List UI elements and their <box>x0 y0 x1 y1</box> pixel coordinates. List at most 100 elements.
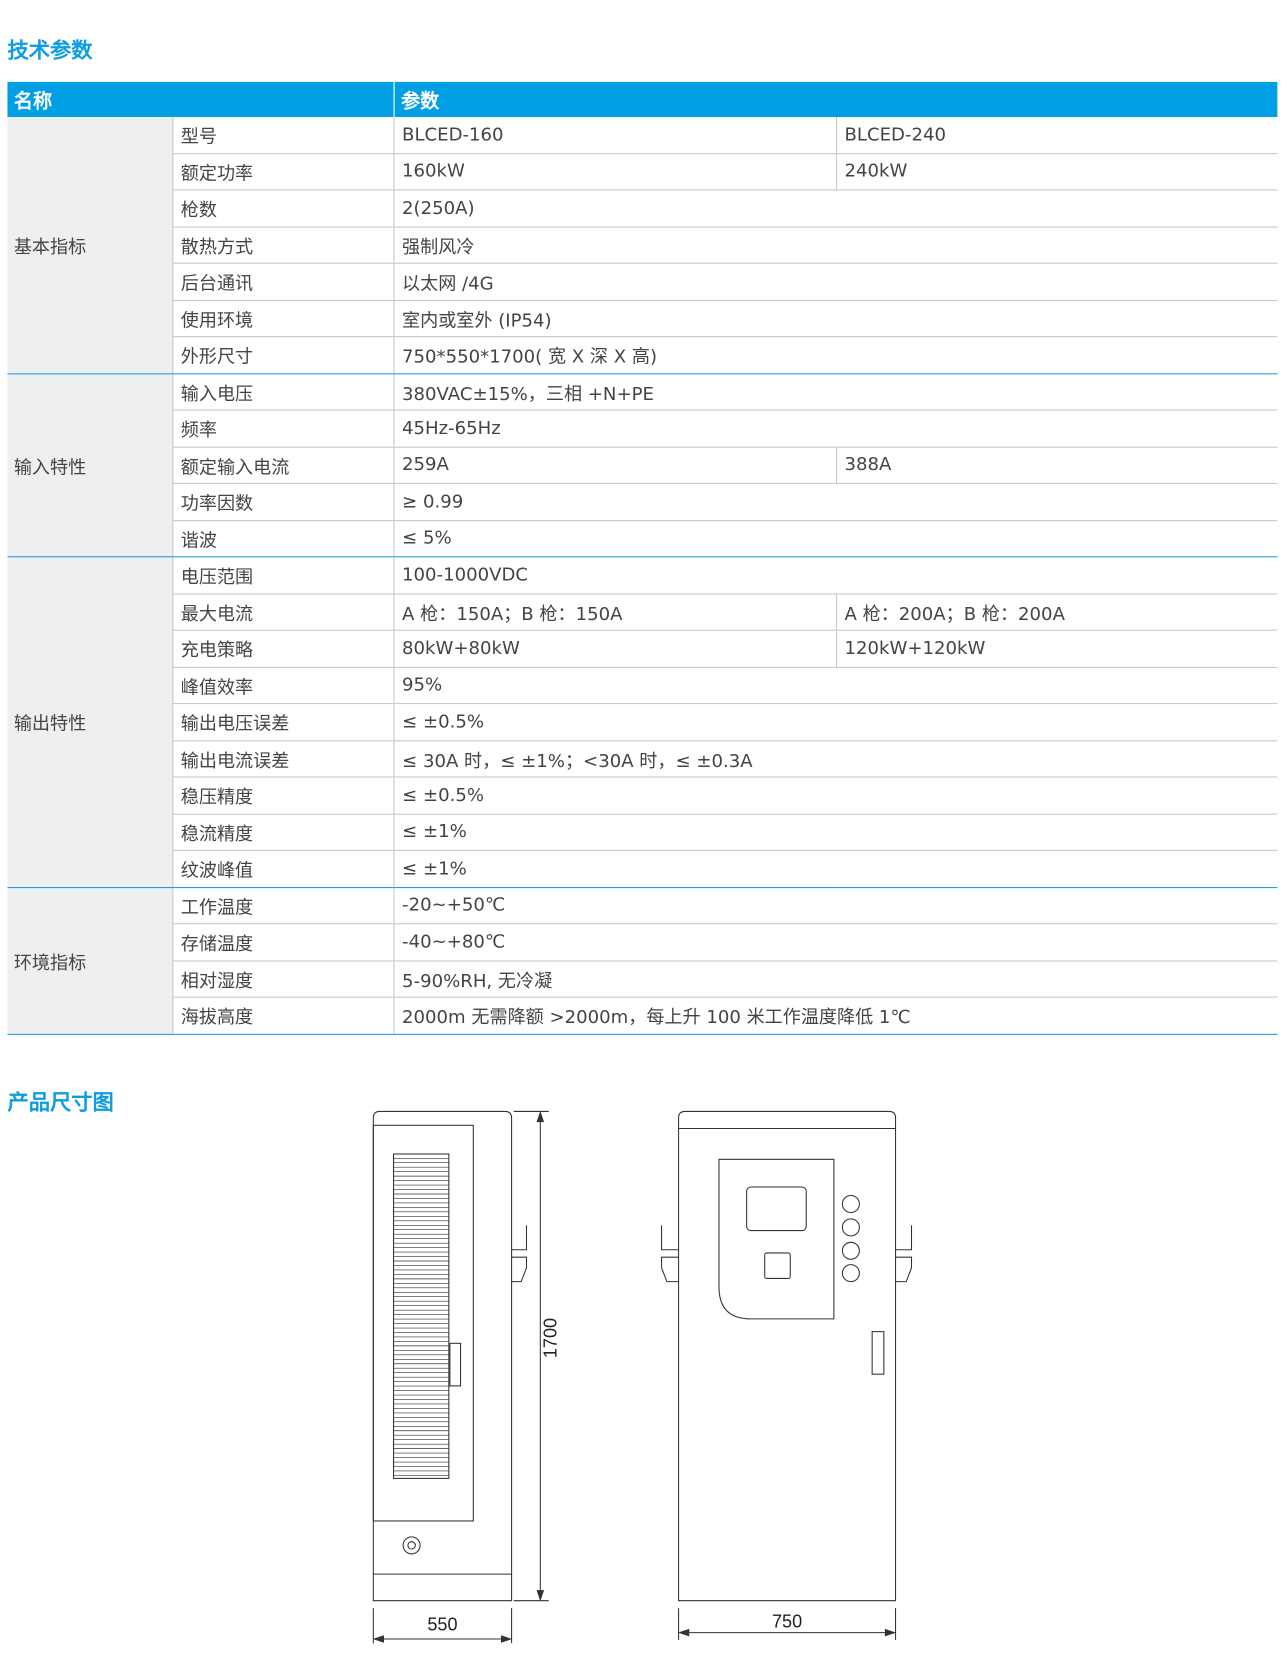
front-cabinet-body <box>678 1110 897 1602</box>
table-row: 稳压精度≤ ±0.5% <box>7 776 1278 815</box>
table-row: 环境指标工作温度-20~+50℃ <box>7 887 1278 1035</box>
param-name: 最大电流 <box>172 593 395 631</box>
front-view-cabinet <box>661 1110 913 1641</box>
param-value: 95% <box>393 666 1278 705</box>
lock-core <box>407 1541 416 1550</box>
param-name: 型号 <box>172 116 395 154</box>
param-value-alt: 120kW+120kW <box>835 630 1278 668</box>
side-cabinet-body <box>372 1110 513 1602</box>
param-name: 枪数 <box>172 189 395 228</box>
side-view-cabinet <box>372 1110 549 1644</box>
param-value: 2(250A) <box>393 189 1278 228</box>
dimensions-title: 产品尺寸图 <box>7 1089 114 1115</box>
button-4 <box>841 1264 860 1283</box>
specs-title: 技术参数 <box>7 37 93 63</box>
param-value: 2000m 无需降额 >2000m，每上升 100 米工作温度降低 1℃ <box>393 997 1278 1035</box>
lock-icon <box>402 1536 421 1555</box>
param-name: 纹波峰值 <box>172 850 395 888</box>
table-row: 输出电压误差≤ ±0.5% <box>7 703 1278 741</box>
group-label: 基本指标 <box>7 116 173 374</box>
height-label: 1700 <box>540 1318 560 1358</box>
table-row: 谐波≤ 5% <box>7 520 1278 558</box>
louver-lines <box>393 1157 449 1476</box>
param-name: 充电策略 <box>172 630 395 668</box>
button-3 <box>841 1241 860 1260</box>
group-label: 输出特性 <box>7 556 173 888</box>
param-value: 750*550*1700( 宽 X 深 X 高) <box>393 336 1278 374</box>
depth-dimension <box>372 1608 513 1644</box>
card-reader <box>764 1252 791 1279</box>
group-label: 输入特性 <box>7 373 173 558</box>
param-name: 电压范围 <box>172 556 395 595</box>
param-name: 频率 <box>172 410 395 448</box>
param-value: 259A <box>393 446 837 484</box>
side-handle <box>449 1342 462 1387</box>
param-name: 峰值效率 <box>172 666 395 705</box>
param-value: BLCED-160 <box>393 116 837 154</box>
left-bracket <box>661 1225 679 1283</box>
param-name: 谐波 <box>172 520 395 558</box>
param-value: 以太网 /4G <box>393 263 1278 301</box>
param-value: 45Hz-65Hz <box>393 410 1278 448</box>
param-value: 5-90%RH, 无冷凝 <box>393 960 1278 998</box>
param-name: 相对湿度 <box>172 960 395 998</box>
right-bracket <box>895 1225 913 1283</box>
param-name: 散热方式 <box>172 226 395 264</box>
param-value-alt: 388A <box>835 446 1278 484</box>
param-name: 额定功率 <box>172 153 395 191</box>
param-name: 外形尺寸 <box>172 336 395 374</box>
table-row: 使用环境室内或室外 (IP54) <box>7 299 1278 338</box>
param-name: 存储温度 <box>172 923 395 961</box>
param-value: ≥ 0.99 <box>393 483 1278 521</box>
param-name: 稳压精度 <box>172 776 395 815</box>
param-value-alt: 240kW <box>835 153 1278 191</box>
table-row: 功率因数≥ 0.99 <box>7 483 1278 521</box>
table-row: 输出电流误差≤ 30A 时，≤ ±1%；<30A 时，≤ ±0.3A <box>7 740 1278 778</box>
param-value-alt: BLCED-240 <box>835 116 1278 154</box>
param-value: ≤ 30A 时，≤ ±1%；<30A 时，≤ ±0.3A <box>393 740 1278 778</box>
param-value: 160kW <box>393 153 837 191</box>
front-handle <box>871 1331 885 1375</box>
header-name: 名称 <box>7 81 395 117</box>
param-value: 80kW+80kW <box>393 630 837 668</box>
param-value: 室内或室外 (IP54) <box>393 299 1278 338</box>
param-value: A 枪：150A；B 枪：150A <box>393 593 837 631</box>
header-params: 参数 <box>393 81 1278 117</box>
param-value-alt: A 枪：200A；B 枪：200A <box>835 593 1278 631</box>
param-value: -20~+50℃ <box>393 887 1278 925</box>
param-name: 后台通讯 <box>172 263 395 301</box>
param-name: 工作温度 <box>172 887 395 925</box>
depth-label: 550 <box>427 1614 457 1634</box>
param-value: 100-1000VDC <box>393 556 1278 595</box>
height-dimension <box>513 1110 549 1602</box>
table-row: 纹波峰值≤ ±1% <box>7 850 1278 888</box>
width-label: 750 <box>772 1611 802 1631</box>
button-2 <box>841 1218 860 1237</box>
table-row: 存储温度-40~+80℃ <box>7 923 1278 961</box>
param-name: 使用环境 <box>172 299 395 338</box>
table-row: 稳流精度≤ ±1% <box>7 813 1278 851</box>
control-panel <box>718 1158 835 1320</box>
param-value: ≤ ±1% <box>393 850 1278 888</box>
param-name: 输入电压 <box>172 373 395 411</box>
display-screen <box>746 1186 807 1232</box>
button-1 <box>841 1194 860 1214</box>
param-value: ≤ ±1% <box>393 813 1278 851</box>
param-value: 强制风冷 <box>393 226 1278 264</box>
param-name: 额定输入电流 <box>172 446 395 484</box>
side-door <box>372 1124 474 1522</box>
param-value: ≤ ±0.5% <box>393 776 1278 815</box>
param-value: ≤ 5% <box>393 520 1278 558</box>
